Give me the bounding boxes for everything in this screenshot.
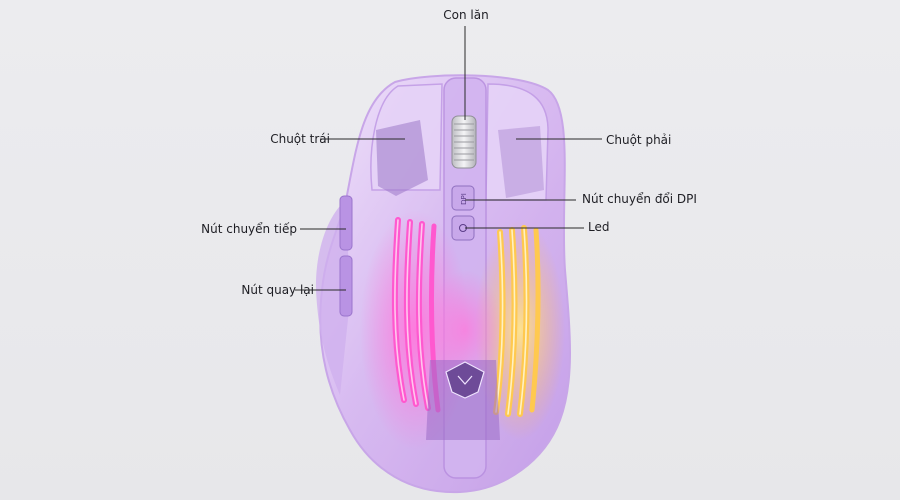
forward-side-button (339, 195, 353, 251)
leader-lines (295, 26, 602, 291)
label-dpi-button: Nút chuyển đổi DPI (582, 192, 697, 206)
svg-text:DPI: DPI (460, 193, 468, 205)
pink-led-highlights (394, 219, 429, 409)
right-button-plate (485, 83, 549, 201)
scroll-wheel-ridges (454, 123, 474, 161)
label-left-click: Chuột trái (270, 132, 330, 146)
internal-frame-right (498, 126, 544, 198)
label-forward-button: Nút chuyển tiếp (201, 222, 297, 236)
yellow-led-highlights (495, 227, 528, 415)
label-led: Led (588, 220, 610, 234)
dpi-button (451, 185, 475, 211)
brand-logo (445, 361, 485, 399)
label-scroll-wheel: Con lăn (443, 8, 489, 22)
label-back-button: Nút quay lại (241, 283, 314, 297)
label-right-click: Chuột phải (606, 133, 672, 147)
back-side-button (339, 255, 353, 317)
